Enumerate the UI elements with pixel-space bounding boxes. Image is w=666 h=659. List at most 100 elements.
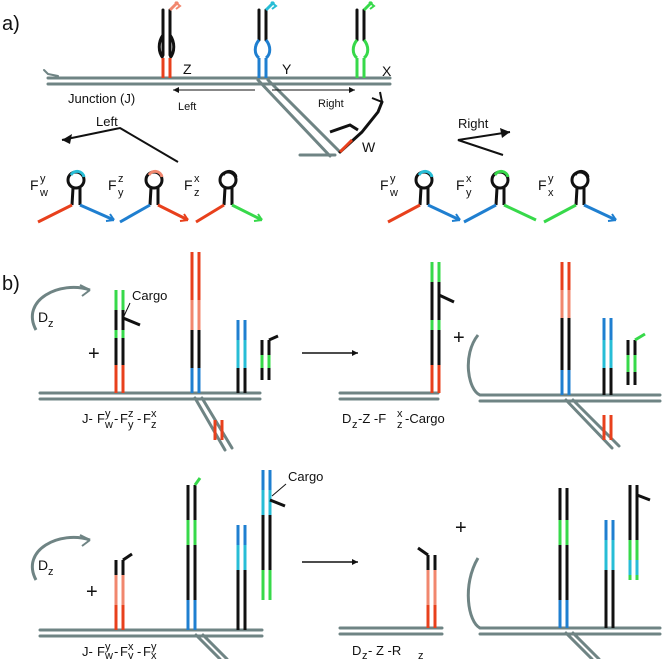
- svg-text:-: -: [137, 411, 141, 426]
- svg-text:F: F: [456, 177, 465, 193]
- svg-text:z: z: [418, 650, 424, 659]
- row2-right-track: [466, 557, 662, 659]
- svg-text:F: F: [97, 644, 105, 659]
- svg-text:z: z: [151, 419, 157, 431]
- row1-left-track: [38, 391, 262, 452]
- row1-junction-label: J- F y w - F z y - F x z: [82, 408, 157, 431]
- panel-a-label: a): [2, 13, 20, 35]
- svg-text:F: F: [143, 644, 151, 659]
- fuel-right-1: [387, 169, 461, 224]
- row2-drive-strand: [30, 534, 91, 581]
- row2-left-track: [38, 628, 264, 659]
- svg-text:D: D: [38, 557, 48, 573]
- fuel-left-3-label: F x z: [184, 173, 200, 199]
- junction-track: [43, 69, 392, 158]
- arm-y-label: Y: [282, 61, 292, 77]
- svg-text:x: x: [151, 408, 157, 420]
- row2-plus-left: +: [86, 581, 98, 603]
- svg-text:y: y: [105, 641, 111, 653]
- svg-text:x: x: [151, 650, 157, 659]
- svg-text:F: F: [120, 411, 128, 426]
- fuel-left-1: [37, 169, 115, 224]
- row1-plus-right: +: [453, 327, 465, 349]
- fuel-right-2: [463, 169, 537, 224]
- row1-product-label: D z -Z -F x z -Cargo: [342, 408, 445, 431]
- svg-text:F: F: [143, 411, 151, 426]
- svg-text:y: y: [151, 641, 157, 653]
- right-small-label: Right: [318, 98, 344, 110]
- svg-text:D: D: [352, 643, 361, 658]
- row2-right-arm-green: [558, 488, 569, 628]
- fuel-left-3: [195, 169, 263, 224]
- row1-small-fuel: [260, 334, 279, 380]
- svg-text:-: -: [137, 644, 141, 659]
- arm-x-stem: [351, 0, 376, 78]
- row1-right-small-fuel: [626, 332, 646, 385]
- svg-text:D: D: [38, 309, 48, 325]
- svg-text:z: z: [48, 566, 54, 578]
- svg-text:w: w: [39, 187, 48, 199]
- svg-text:D: D: [342, 411, 351, 426]
- svg-text:z: z: [48, 318, 54, 330]
- small-left-arrow: [173, 87, 255, 93]
- row1-drive-label: D z: [38, 309, 54, 330]
- row1-cargo-strand: [114, 290, 141, 393]
- row2-product-strand: [338, 546, 444, 636]
- svg-text:w: w: [104, 419, 113, 431]
- fuel-left-1-label: F y w: [30, 173, 48, 199]
- svg-text:F: F: [120, 644, 128, 659]
- svg-text:x: x: [194, 173, 200, 185]
- junction-label: Junction (J): [68, 91, 135, 106]
- fuel-left-2-label: F z y: [108, 173, 124, 199]
- row2-junction-label: J- F y w - F x y - F y x: [82, 641, 157, 659]
- svg-text:y: y: [390, 173, 396, 185]
- arm-w-label: W: [362, 139, 376, 155]
- svg-text:z: z: [128, 408, 134, 420]
- svg-text:F: F: [97, 411, 105, 426]
- row1-arm-cyan: [213, 320, 247, 440]
- svg-text:F: F: [538, 177, 547, 193]
- svg-text:- Z -R: - Z -R: [368, 643, 401, 658]
- svg-text:J-: J-: [82, 411, 93, 426]
- svg-text:F: F: [380, 177, 389, 193]
- svg-text:J-: J-: [82, 644, 93, 659]
- arm-x-label: X: [382, 63, 392, 79]
- left-direction-arrow: [61, 126, 179, 163]
- svg-text:F: F: [108, 177, 117, 193]
- fuel-right-1-label: F y w: [380, 173, 398, 199]
- arm-y-stem: [253, 0, 278, 78]
- svg-text:z: z: [352, 419, 358, 431]
- svg-text:y: y: [466, 187, 472, 199]
- row2-cargo-label: Cargo: [288, 469, 323, 484]
- row2-drive-label: D z: [38, 557, 54, 578]
- svg-text:F: F: [30, 177, 39, 193]
- row1-plus-left: +: [88, 343, 100, 365]
- svg-text:y: y: [548, 173, 554, 185]
- row2-reaction-arrow: [302, 559, 358, 565]
- row1-arm-orange: [190, 252, 201, 393]
- row2-strand-left: [114, 552, 133, 630]
- svg-text:-Z -F: -Z -F: [358, 411, 386, 426]
- row2-plus-right: +: [455, 517, 467, 539]
- svg-text:-: -: [114, 644, 118, 659]
- fuel-left-2: [119, 169, 189, 224]
- row1-cargo-label: Cargo: [132, 288, 167, 303]
- panel-b-label: b): [2, 273, 20, 295]
- svg-text:y: y: [128, 650, 134, 659]
- row2-arm-green: [186, 477, 202, 630]
- row2-cargo-strand: [261, 470, 286, 600]
- row1-product-strand: [338, 262, 455, 401]
- svg-text:y: y: [118, 187, 124, 199]
- svg-text:-Cargo: -Cargo: [405, 411, 445, 426]
- svg-text:w: w: [104, 650, 113, 659]
- row1-cargo-pointer: [123, 302, 131, 317]
- small-right-arrow: [272, 87, 355, 93]
- svg-text:w: w: [389, 187, 398, 199]
- row2-arm-cyan: [236, 525, 247, 630]
- row2-cargo-pointer: [271, 483, 287, 497]
- svg-text:z: z: [362, 650, 368, 659]
- right-big-label: Right: [458, 116, 489, 131]
- row2-right-arm-cyan: [604, 520, 615, 628]
- arm-w-stem: [329, 91, 384, 154]
